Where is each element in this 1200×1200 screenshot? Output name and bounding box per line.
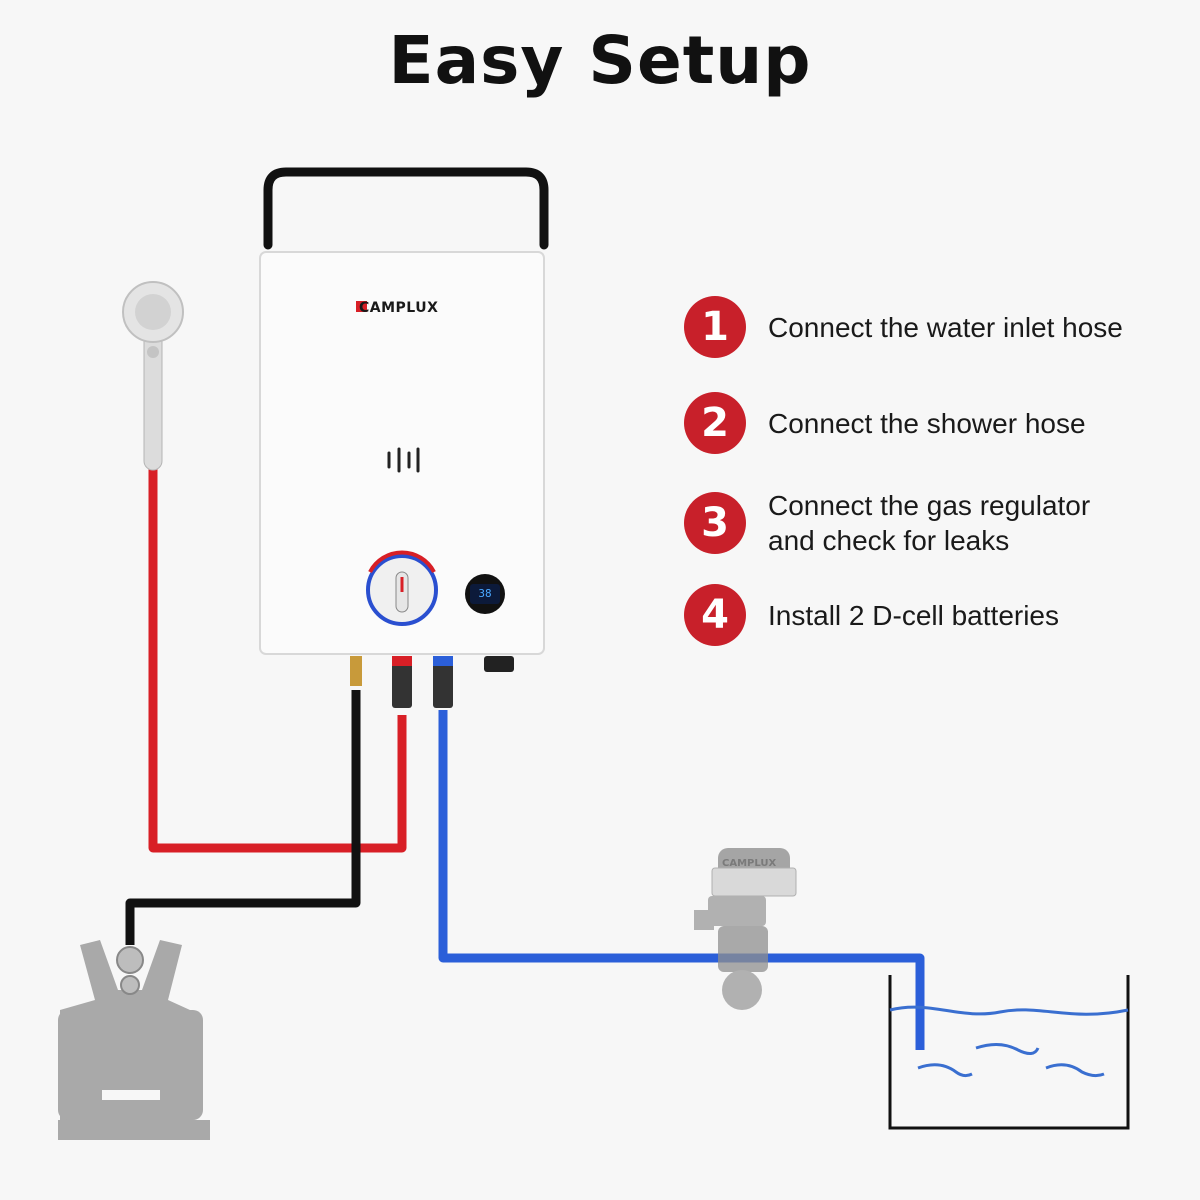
- step-1: 1 Connect the water inlet hose: [684, 296, 1178, 358]
- water-container-icon: [888, 975, 1130, 1130]
- step-text: Connect the gas regulator and check for …: [768, 490, 1091, 556]
- step-text: Connect the water inlet hose: [768, 311, 1123, 343]
- pump-brand-label: CAMPLUX: [722, 858, 777, 869]
- step-text: Connect the shower hose: [768, 407, 1086, 439]
- step-number-badge: 4: [684, 584, 746, 646]
- step-3: 3 Connect the gas regulator and check fo…: [684, 488, 1178, 558]
- step-4: 4 Install 2 D-cell batteries: [684, 584, 1178, 646]
- gas-hose: [125, 690, 361, 945]
- shower-head-icon: [122, 281, 184, 471]
- gas-tank-icon: [58, 940, 210, 1140]
- step-number-badge: 1: [684, 296, 746, 358]
- cold-water-hose: [438, 710, 925, 1050]
- heater-brand-logo: CAMPLUX: [359, 300, 439, 316]
- hot-water-hose: [148, 468, 407, 853]
- water-heater-icon: [259, 167, 549, 708]
- step-2: 2 Connect the shower hose: [684, 392, 1178, 454]
- temperature-display: 38: [478, 587, 492, 600]
- step-number-badge: 2: [684, 392, 746, 454]
- page-title: Easy Setup: [388, 22, 812, 99]
- step-text: Install 2 D-cell batteries: [768, 599, 1060, 631]
- step-number-badge: 3: [684, 492, 746, 554]
- water-pump-icon: [694, 848, 797, 1010]
